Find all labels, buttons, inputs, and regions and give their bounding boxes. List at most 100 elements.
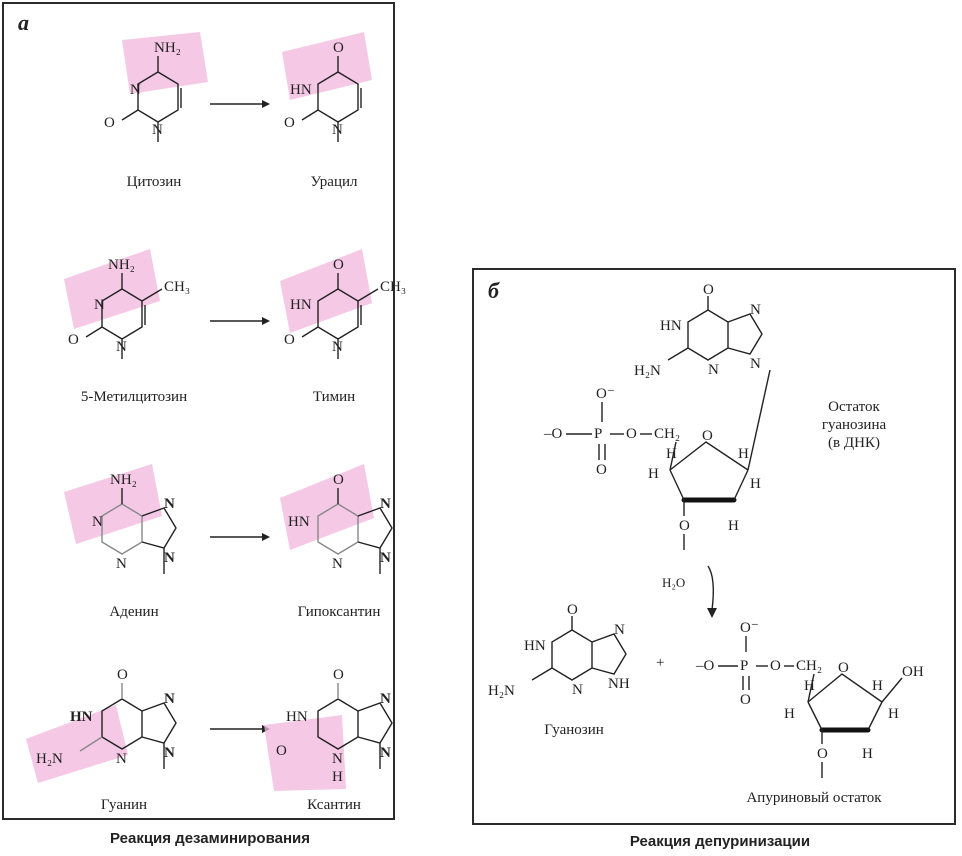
reaction-arrow <box>707 565 717 618</box>
atom-n: N <box>152 122 163 138</box>
atom-h: H <box>804 678 815 694</box>
atom-p: P <box>740 658 748 674</box>
atom-o: O <box>284 115 295 131</box>
atom-ch2: CH₂ <box>654 426 680 442</box>
atom-o: O <box>284 332 295 348</box>
atom-h: H <box>666 446 677 462</box>
atom-o: O <box>117 667 128 683</box>
atom-o: O <box>817 746 828 762</box>
atom-o: –O <box>695 658 715 674</box>
atom-o-minus: O⁻ <box>596 386 615 402</box>
atom-hn: HN <box>288 514 310 530</box>
apurinic-residue-label: Апуриновый остаток <box>746 790 882 806</box>
right-compound-name: Тимин <box>312 389 356 405</box>
atom-h: H <box>332 769 343 785</box>
atom-o: O <box>838 660 849 676</box>
atom-n: N <box>92 514 103 530</box>
residue-label-line: (в ДНК) <box>828 435 880 451</box>
atom-n: N <box>750 302 761 318</box>
atom-h: H <box>738 446 749 462</box>
uracil-structure: O HN N O <box>282 32 372 142</box>
atom-n: N <box>332 751 343 767</box>
dna-sugar-phosphate: O⁻ –O P O CH₂ O O H H H H O H <box>543 369 771 550</box>
atom-hn: HN <box>524 638 546 654</box>
atom-n: N <box>116 556 127 572</box>
amino-group-label: NH₂ <box>154 40 181 56</box>
atom-n: N <box>94 297 105 313</box>
atom-n: N <box>130 82 141 98</box>
left-compound-name: 5-Метилцитозин <box>80 389 188 405</box>
atom-o: O <box>68 332 79 348</box>
atom-n: N <box>164 691 175 707</box>
atom-h: H <box>728 518 739 534</box>
right-compound-name: Урацил <box>310 174 358 190</box>
plus-sign: + <box>656 655 665 671</box>
atom-h: H <box>872 678 883 694</box>
atom-o: O <box>626 426 637 442</box>
apurinic-residue-structure: O⁻ –O P O CH₂ O O OH H H H H O H <box>695 620 924 778</box>
atom-n: N <box>332 556 343 572</box>
reaction-arrow <box>210 317 270 325</box>
methylcytosine-structure: NH₂ CH₃ N N O <box>64 249 190 359</box>
atom-o: O <box>567 602 578 618</box>
thymine-structure: O CH₃ HN N O <box>280 249 406 359</box>
atom-h: H <box>862 746 873 762</box>
methyl-label: CH₃ <box>164 279 190 295</box>
atom-o: O <box>702 428 713 444</box>
atom-hn: HN <box>290 82 312 98</box>
right-compound-name: Ксантин <box>307 797 361 813</box>
atom-hn: HN <box>290 297 312 313</box>
atom-p: P <box>594 426 602 442</box>
depurination-panel: б O HN H₂N N N N O⁻ –O P O CH₂ O O H H <box>472 268 956 825</box>
residue-label-line: гуанозина <box>821 417 887 433</box>
deamination-panel: а NH₂ N N O O HN N O Цитозин Урацил <box>2 2 406 820</box>
atom-o-minus: O⁻ <box>740 620 759 636</box>
panel-a-caption: Реакция дезаминирования <box>110 830 310 847</box>
atom-o: O <box>770 658 781 674</box>
guanine-structure: O HN H₂N N N N <box>26 667 177 783</box>
panel-a-letter: а <box>18 10 29 35</box>
atom-n: N <box>164 550 175 566</box>
atom-h: H <box>888 706 899 722</box>
atom-o: O <box>104 115 115 131</box>
atom-hn: HN <box>70 709 93 725</box>
atom-hn: HN <box>286 709 308 725</box>
amino-group-label: H₂N <box>488 683 515 699</box>
amino-group-label: NH₂ <box>110 472 137 488</box>
adenine-structure: NH₂ N N N N <box>64 464 177 574</box>
left-compound-name: Цитозин <box>126 174 182 190</box>
atom-n: N <box>332 122 343 138</box>
atom-n: N <box>708 362 719 378</box>
atom-n: N <box>614 622 625 638</box>
atom-o: O <box>333 472 344 488</box>
left-compound-name: Аденин <box>109 604 159 620</box>
atom-hn: HN <box>660 318 682 334</box>
atom-n: N <box>380 496 391 512</box>
atom-n: N <box>380 550 391 566</box>
atom-ch2: CH₂ <box>796 658 822 674</box>
guanine-base-structure: O HN H₂N N N N <box>634 282 763 379</box>
atom-n: N <box>572 682 583 698</box>
guanosine-label: Гуанозин <box>544 722 604 738</box>
atom-o: O <box>333 40 344 56</box>
amino-group-label: NH₂ <box>108 257 135 273</box>
panel-b-letter: б <box>488 278 499 303</box>
reaction-arrow <box>210 100 270 108</box>
atom-o: O <box>740 692 751 708</box>
xanthine-structure: O HN O N H N N <box>264 667 393 791</box>
residue-label-line: Остаток <box>828 399 880 415</box>
left-compound-name: Гуанин <box>100 797 148 813</box>
atom-n: N <box>750 356 761 372</box>
atom-n: N <box>164 745 175 761</box>
atom-oh: OH <box>902 664 924 680</box>
atom-h: H <box>648 466 659 482</box>
amino-group-label: H₂N <box>634 363 661 379</box>
right-compound-name: Гипоксантин <box>297 604 381 620</box>
atom-o: O <box>333 667 344 683</box>
atom-n: N <box>116 339 127 355</box>
atom-n: N <box>380 745 391 761</box>
atom-n: N <box>380 691 391 707</box>
cytosine-structure: NH₂ N N O <box>104 32 208 142</box>
atom-o: O <box>679 518 690 534</box>
atom-o: –O <box>543 426 563 442</box>
